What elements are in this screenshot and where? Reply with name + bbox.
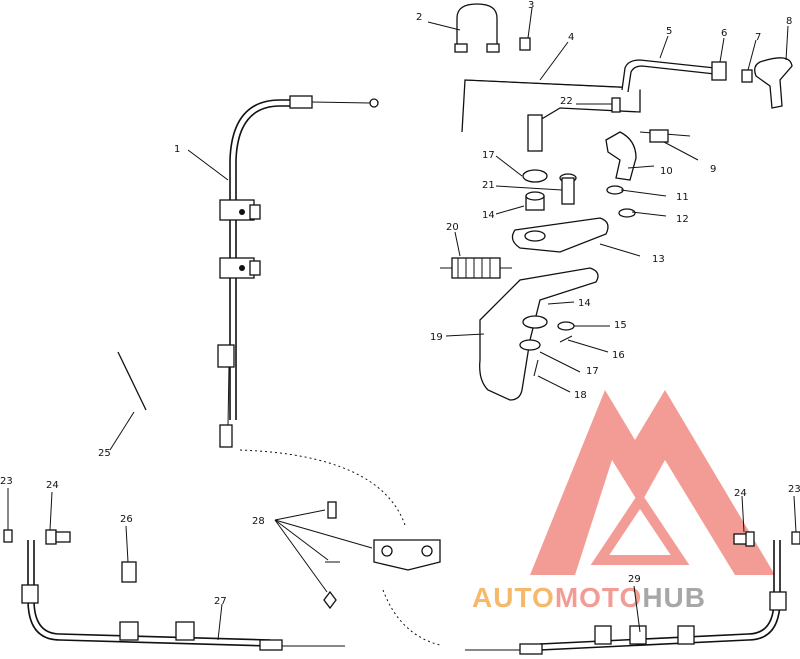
callout-24-left: 24 <box>46 480 59 491</box>
washer-17-lower <box>519 339 541 351</box>
callout-10: 10 <box>660 166 673 177</box>
callout-18: 18 <box>574 390 587 401</box>
washer-15 <box>557 321 575 331</box>
nut-3 <box>519 37 531 51</box>
watermark-part-moto: MOTO <box>555 582 642 613</box>
automotohub-watermark: AUTOMOTOHUB <box>472 390 775 613</box>
cotter-16 <box>559 335 573 343</box>
rod-5 <box>621 59 716 93</box>
bolt-24-left <box>45 529 71 545</box>
watermark-part-hub: HUB <box>642 582 706 613</box>
cable-assembly-27 <box>21 540 345 651</box>
callout-6: 6 <box>721 28 727 39</box>
washer-12 <box>618 208 636 218</box>
callout-22: 22 <box>560 96 573 107</box>
u-bolt-2 <box>454 3 500 53</box>
plate-13 <box>511 217 609 253</box>
nut-7 <box>741 69 753 83</box>
connector-9 <box>639 129 691 143</box>
callout-23-left: 23 <box>0 476 13 487</box>
knob-8 <box>754 57 793 109</box>
callout-21: 21 <box>482 180 495 191</box>
callout-8: 8 <box>786 16 792 27</box>
callout-23-right: 23 <box>788 484 800 495</box>
callout-27: 27 <box>214 596 227 607</box>
rod-25 <box>117 351 147 411</box>
callout-9: 9 <box>710 164 716 175</box>
nut-23-left <box>3 529 13 543</box>
callout-28: 28 <box>252 516 265 527</box>
callout-3: 3 <box>528 0 534 11</box>
leader-lines <box>7 7 797 641</box>
callout-16: 16 <box>612 350 625 361</box>
callout-1: 1 <box>174 144 180 155</box>
callout-20: 20 <box>446 222 459 233</box>
callout-4: 4 <box>568 32 574 43</box>
callout-19: 19 <box>430 332 443 343</box>
callout-26: 26 <box>120 514 133 525</box>
svg-text:AUTOMOTOHUB: AUTOMOTOHUB <box>472 582 706 613</box>
cable-assembly-right <box>465 540 787 655</box>
bolt-24-right <box>733 531 755 547</box>
bracket-28 <box>274 501 441 610</box>
callout-14-upper: 14 <box>482 210 495 221</box>
watermark-part-auto: AUTO <box>472 582 555 613</box>
callout-17-upper: 17 <box>482 150 495 161</box>
nut-23-right <box>791 531 800 545</box>
spring-6 <box>711 61 727 81</box>
pin-22 <box>611 97 621 113</box>
watermark-triangle-inner <box>590 490 690 565</box>
callout-17-lower: 17 <box>586 366 599 377</box>
callouts: 1 2 3 4 5 6 7 8 9 10 11 12 13 14 14 15 1… <box>0 0 800 607</box>
washer-11 <box>606 185 624 195</box>
cotter-18 <box>533 359 539 377</box>
callout-5: 5 <box>666 26 672 37</box>
callout-14-lower: 14 <box>578 298 591 309</box>
callout-29: 29 <box>628 574 641 585</box>
callout-15: 15 <box>614 320 627 331</box>
bushing-14-lower <box>522 315 548 329</box>
callout-25: 25 <box>98 448 111 459</box>
watermark-triangle-logo <box>530 390 775 575</box>
pedal-19 <box>479 267 599 401</box>
pin-21 <box>559 173 577 205</box>
callout-24-right: 24 <box>734 488 747 499</box>
washer-17-upper <box>522 169 548 183</box>
bushing-14-upper <box>525 191 545 211</box>
bracket-10 <box>605 131 637 181</box>
spacer-26 <box>121 561 137 583</box>
lever-4 <box>461 79 641 152</box>
callout-7: 7 <box>755 32 761 43</box>
spring-20 <box>440 257 512 279</box>
callout-12: 12 <box>676 214 689 225</box>
callout-13: 13 <box>652 254 665 265</box>
callout-11: 11 <box>676 192 689 203</box>
cable-assembly-1 <box>217 95 379 448</box>
callout-2: 2 <box>416 12 422 23</box>
